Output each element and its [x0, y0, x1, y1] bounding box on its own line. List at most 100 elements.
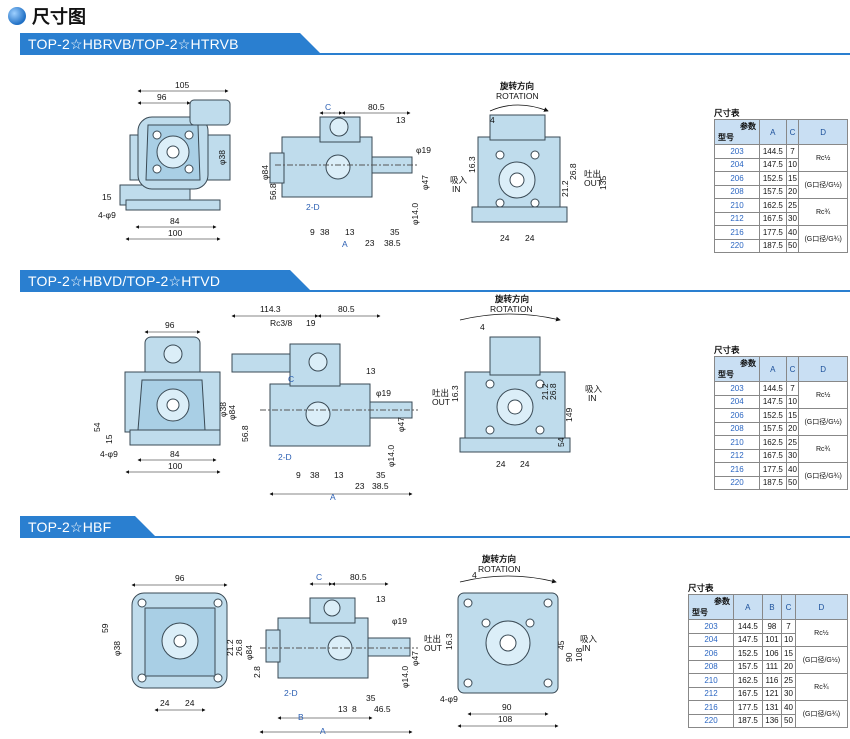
- dim-rc38: Rc3/8: [270, 318, 292, 328]
- value-cell: 177.5: [759, 225, 787, 240]
- bullet-icon: [8, 7, 26, 25]
- out-label-cn: 吐出: [432, 388, 449, 398]
- dim-13: 13: [366, 366, 376, 376]
- value-cell: 121: [761, 686, 783, 701]
- model-cell: 210: [714, 435, 760, 450]
- rotation-label-en: ROTATION: [490, 304, 533, 314]
- suck-label-cn: 吸入: [580, 634, 598, 644]
- dim-108b: 108: [498, 714, 512, 724]
- d-cell: Rc¾: [798, 435, 848, 463]
- value-cell: 187.5: [759, 475, 787, 490]
- model-cell: 212: [688, 686, 734, 701]
- dimension-drawing: 96 59 φ38 21.2 26.8 24 24 C 80.5 13 φ19 …: [100, 554, 598, 736]
- value-cell: 106: [761, 646, 783, 661]
- value-cell: 162.5: [759, 198, 787, 213]
- model-cell: 203: [714, 144, 760, 159]
- dim-54b: 54: [556, 437, 566, 447]
- value-cell: 167.5: [759, 211, 787, 226]
- value-cell: 10: [781, 632, 796, 647]
- dim-phi47: φ47: [410, 651, 420, 666]
- rotation-label-cn: 旋转方向: [481, 554, 516, 564]
- d-cell: Rc½: [794, 619, 849, 647]
- dim-4-hole: 4: [480, 322, 485, 332]
- model-cell: 204: [714, 157, 760, 172]
- value-cell: 50: [781, 713, 796, 728]
- table-header-cell: A: [733, 594, 763, 620]
- dim-4-phi9: 4-φ9: [98, 210, 116, 220]
- dim-phi19: φ19: [376, 388, 391, 398]
- value-cell: 157.5: [759, 421, 787, 436]
- dimension-drawing: 105 96 84 100 15 4-φ9 φ38 C 80.5 13 φ19 …: [98, 80, 608, 248]
- dim-56-8: 56.8: [268, 183, 278, 200]
- dim-2-d: 2-D: [306, 202, 320, 212]
- model-cell: 216: [714, 462, 760, 477]
- dim-2-d: 2-D: [284, 688, 298, 698]
- dim-16-3: 16.3: [450, 385, 460, 402]
- value-cell: 20: [785, 421, 800, 436]
- front-view: [119, 99, 231, 211]
- value-cell: 10: [785, 394, 800, 409]
- dim-84: 84: [170, 449, 180, 459]
- dim-105: 105: [175, 80, 189, 90]
- value-cell: 136: [761, 713, 783, 728]
- suck-label-cn: 吸入: [585, 384, 603, 394]
- value-cell: 25: [785, 435, 800, 450]
- dim-35: 35: [376, 470, 386, 480]
- table-corner: 参数型号: [714, 356, 760, 382]
- table-header-cell: C: [785, 119, 800, 145]
- value-cell: 98: [761, 619, 783, 634]
- dim-24a: 24: [160, 698, 170, 708]
- value-cell: 152.5: [759, 171, 787, 186]
- page-header: 尺寸图: [8, 5, 86, 28]
- dim-84: 84: [170, 216, 180, 226]
- value-cell: 177.5: [759, 462, 787, 477]
- dim-24a: 24: [496, 459, 506, 469]
- dim-phi19: φ19: [416, 145, 431, 155]
- dim-59: 59: [100, 623, 110, 633]
- corner-bottom: 型号: [718, 133, 734, 142]
- table-corner: 参数型号: [688, 594, 734, 620]
- section-title: TOP-2☆HBVD/TOP-2☆HTVD: [28, 273, 221, 289]
- value-cell: 162.5: [759, 435, 787, 450]
- value-cell: 167.5: [759, 448, 787, 463]
- table-caption: 尺寸表: [688, 584, 714, 594]
- model-cell: 212: [714, 211, 760, 226]
- page-title: 尺寸图: [32, 7, 86, 28]
- value-cell: 147.5: [733, 632, 763, 647]
- dim-96: 96: [165, 320, 175, 330]
- side-view: [269, 116, 418, 198]
- value-cell: 15: [781, 646, 796, 661]
- dim-38-5: 38.5: [372, 481, 389, 491]
- suck-label-en: IN: [582, 643, 591, 653]
- table-caption: 尺寸表: [714, 346, 740, 356]
- dim-9: 9: [310, 227, 315, 237]
- dim-13: 13: [376, 594, 386, 604]
- dim-45: 45: [556, 640, 566, 650]
- dim-phi38: φ38: [112, 641, 122, 656]
- value-cell: 40: [781, 700, 796, 715]
- model-cell: 204: [714, 394, 760, 409]
- rear-view: [457, 592, 559, 694]
- model-cell: 203: [714, 381, 760, 396]
- dim-90b: 90: [502, 702, 512, 712]
- corner-top: 参数: [740, 359, 756, 368]
- dim-2-d: 2-D: [278, 452, 292, 462]
- front-view: [124, 336, 221, 446]
- dim-38-5: 38.5: [384, 238, 401, 248]
- section-title: TOP-2☆HBRVB/TOP-2☆HTRVB: [28, 36, 239, 52]
- section-band: TOP-2☆HBVD/TOP-2☆HTVD: [20, 270, 850, 292]
- dim-4-phi9: 4-φ9: [440, 694, 458, 704]
- section-title: TOP-2☆HBF: [28, 519, 112, 535]
- dim-21-2: 21.2: [540, 383, 550, 400]
- value-cell: 167.5: [733, 686, 763, 701]
- value-cell: 7: [781, 619, 796, 634]
- value-cell: 40: [785, 462, 800, 477]
- value-cell: 10: [785, 157, 800, 172]
